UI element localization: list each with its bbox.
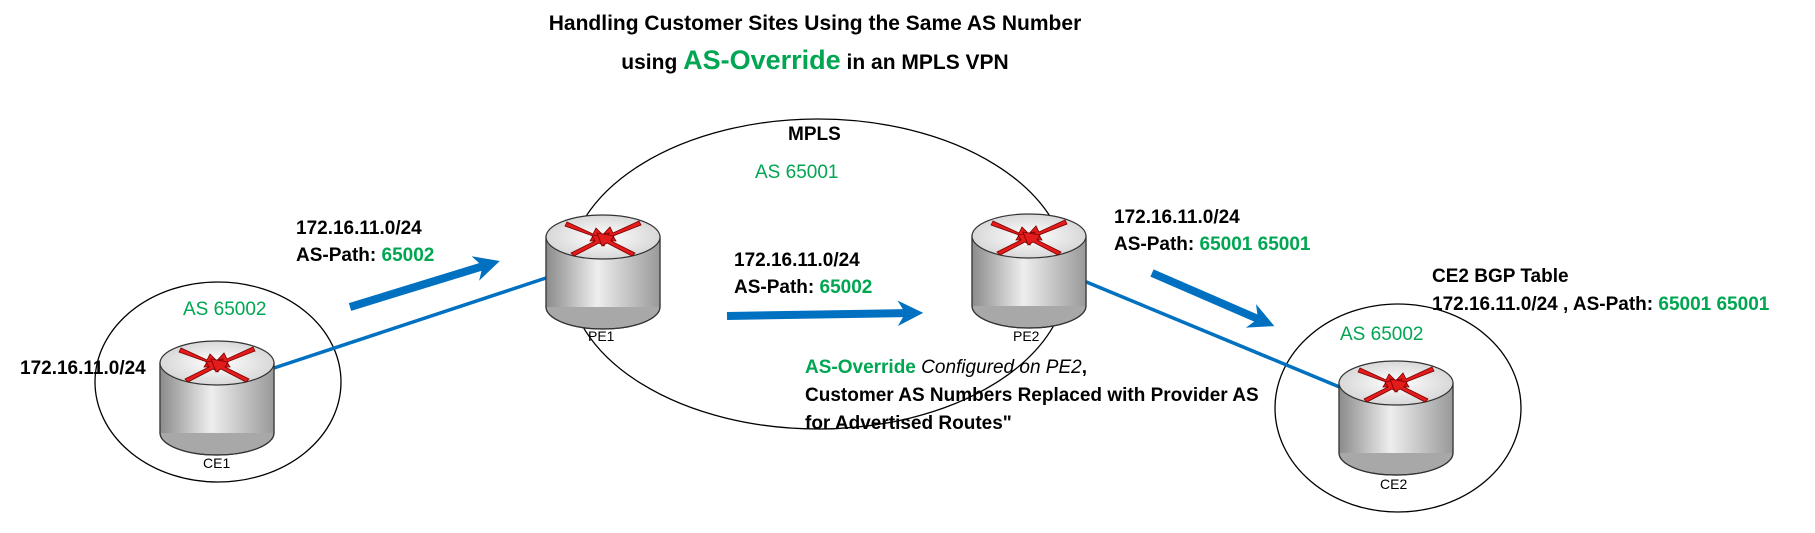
ce2-site-boundary — [1274, 303, 1522, 513]
router-icon-ce1 — [159, 340, 275, 456]
router-icon-pe1 — [545, 214, 661, 330]
aspath-value: 65001 65001 — [1199, 234, 1311, 255]
ce1-site-boundary — [94, 281, 342, 483]
ce2-bgp-table-heading: CE2 BGP Table — [1432, 266, 1569, 287]
aspath-label: AS-Path: — [1114, 234, 1195, 255]
mpls-label: MPLS — [788, 124, 841, 145]
pe1-device-label: PE1 — [588, 328, 615, 344]
ce2-device-label: CE2 — [1380, 476, 1408, 492]
advert-pe2-ce2-aspath: AS-Path: 65001 65001 — [1114, 234, 1310, 256]
note-line2: Customer AS Numbers Replaced with Provid… — [805, 385, 1259, 406]
note-line3: for Advertised Routes" — [805, 413, 1012, 434]
aspath-label: AS-Path: — [296, 245, 377, 266]
aspath-value: 65002 — [381, 245, 435, 266]
advert-pe1-pe2-prefix: 172.16.11.0/24 — [734, 250, 860, 271]
advert-ce1-pe1-prefix: 172.16.11.0/24 — [296, 218, 422, 239]
aspath-label: AS-Path: — [734, 277, 815, 298]
advert-arrow-ce1-to-pe1 — [348, 256, 500, 311]
advert-pe2-ce2-prefix: 172.16.11.0/24 — [1114, 207, 1240, 228]
bgp-entry-prefix: 172.16.11.0/24 , AS-Path: — [1432, 294, 1654, 315]
mpls-as-label: AS 65001 — [755, 162, 839, 183]
note-line1: AS-Override Configured on PE2, — [805, 357, 1087, 379]
link-ce1-pe1 — [273, 274, 553, 370]
note-italic: Configured on PE2 — [921, 357, 1082, 378]
note-comma: , — [1081, 357, 1087, 378]
bgp-entry-path: 65001 65001 — [1658, 294, 1770, 315]
router-icon-pe2 — [971, 213, 1087, 329]
advert-pe1-pe2-aspath: AS-Path: 65002 — [734, 277, 872, 299]
ce2-as-label: AS 65002 — [1340, 324, 1424, 345]
ce2-bgp-table-entry: 172.16.11.0/24 , AS-Path: 65001 65001 — [1432, 294, 1769, 316]
title-line2-before: using — [621, 51, 678, 74]
link-pe2-ce2 — [1083, 279, 1355, 395]
note-keyword: AS-Override — [805, 357, 916, 378]
advert-arrow-pe1-to-pe2 — [726, 300, 924, 327]
ce1-device-label: CE1 — [203, 455, 231, 471]
title-line2-after: in an MPLS VPN — [846, 51, 1009, 74]
router-icon-ce2 — [1338, 360, 1454, 476]
diagram-title-line1: Handling Customer Sites Using the Same A… — [548, 12, 1082, 35]
title-highlight: AS-Override — [683, 45, 841, 75]
aspath-value: 65002 — [819, 277, 873, 298]
ce1-prefix-label: 172.16.11.0/24 — [20, 358, 146, 379]
advert-ce1-pe1-aspath: AS-Path: 65002 — [296, 245, 434, 267]
advert-arrow-pe2-to-ce2 — [1150, 269, 1275, 328]
ce1-as-label: AS 65002 — [183, 299, 267, 320]
diagram-title-line2: using AS-Override in an MPLS VPN — [415, 45, 1215, 76]
pe2-device-label: PE2 — [1013, 328, 1040, 344]
